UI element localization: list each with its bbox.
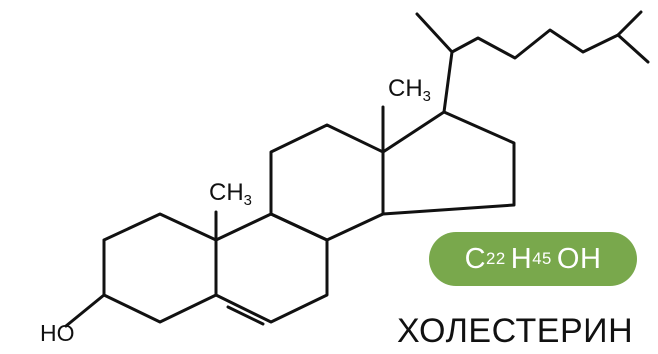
methyl-c18-label: CH3 <box>388 75 431 106</box>
hydroxyl-bond <box>64 293 106 328</box>
side-chain-methyl-c26 <box>616 10 643 37</box>
side-chain-methyl-c21 <box>415 12 454 54</box>
formula-hydroxyl: OH <box>556 242 602 275</box>
compound-name: ХОЛЕСТЕРИН <box>397 312 634 350</box>
ring-a <box>102 212 218 324</box>
side-chain-methyl-c27 <box>616 33 650 64</box>
formula-carbon: C <box>464 242 487 275</box>
ring-c <box>269 123 385 242</box>
formula-hydrogen-count: 45 <box>532 249 552 268</box>
ring-b <box>214 212 329 324</box>
methyl-c19-label: CH3 <box>209 179 252 210</box>
formula-carbon-count: 22 <box>486 249 506 268</box>
double-bond <box>226 305 265 326</box>
hydroxyl-label: HO <box>40 320 75 346</box>
ring-d <box>381 110 516 216</box>
side-chain <box>442 28 620 114</box>
formula-hydrogen: H <box>510 242 533 275</box>
